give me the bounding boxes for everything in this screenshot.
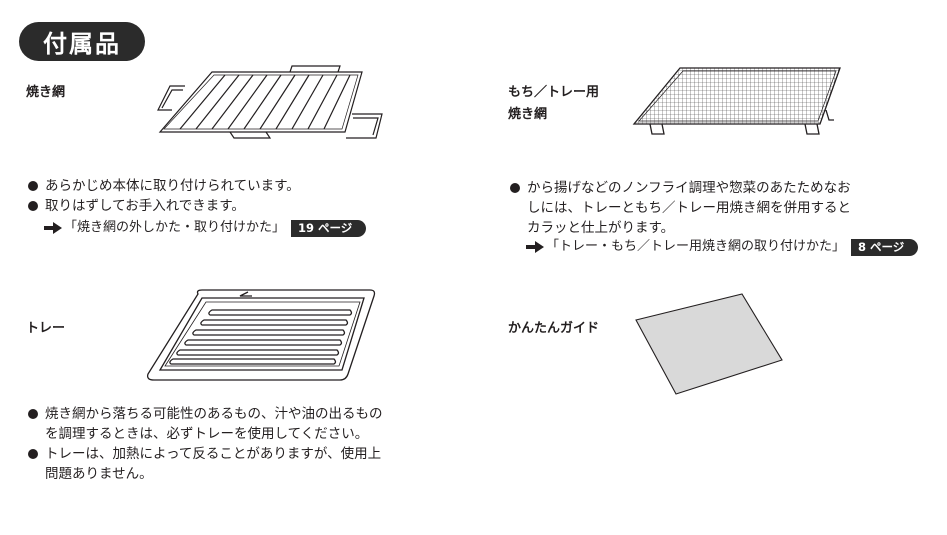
- mochi-rack-note-line-2: しには、トレーともち／トレー用焼き網を併用すると: [527, 200, 851, 216]
- page-title: 付属品: [19, 22, 145, 61]
- tray-note-1-line-2: を調理するときは、必ずトレーを使用してください。: [45, 426, 369, 442]
- mochi-rack-reference: 「トレー・もち／トレー用焼き網の取り付けかた」 8 ページ: [526, 236, 919, 258]
- mochi-rack-notes: から揚げなどのノンフライ調理や惣菜のあたためなお しには、トレーともち／トレー用…: [508, 178, 928, 238]
- mochi-rack-note-line-3: カラッと仕上がります。: [527, 220, 675, 236]
- mochi-rack-label: もち／トレー用 焼き網: [508, 82, 599, 126]
- grill-rack-note-2: 取りはずしてお手入れできます。: [26, 196, 426, 216]
- tray-illustration: [146, 289, 376, 381]
- mochi-rack-label-line-2: 焼き網: [508, 107, 548, 122]
- grill-rack-illustration: [157, 65, 383, 139]
- quick-guide-label: かんたんガイド: [508, 321, 600, 336]
- tray-label: トレー: [26, 321, 66, 336]
- mochi-rack-note-line-1: から揚げなどのノンフライ調理や惣菜のあたためなお: [508, 178, 928, 198]
- page-title-text: 付属品: [43, 30, 121, 58]
- grill-rack-reference: 「焼き網の外しかた・取り付けかた」 19 ページ: [44, 217, 367, 239]
- tray-note-1-line-1: 焼き網から落ちる可能性のあるもの、汁や油の出るもの: [26, 404, 466, 424]
- mochi-rack-illustration: [632, 67, 841, 135]
- tray-note-2-line-1: トレーは、加熱によって反ることがありますが、使用上: [26, 444, 466, 464]
- grill-rack-page-link[interactable]: 19 ページ: [291, 219, 367, 237]
- grill-rack-notes: あらかじめ本体に取り付けられています。 取りはずしてお手入れできます。: [26, 176, 426, 216]
- grill-rack-note-1: あらかじめ本体に取り付けられています。: [26, 176, 426, 196]
- mochi-rack-label-line-1: もち／トレー用: [508, 85, 600, 100]
- quick-guide-illustration: [635, 293, 783, 395]
- arrow-right-icon: [526, 241, 544, 253]
- tray-notes: 焼き網から落ちる可能性のあるもの、汁や油の出るもの を調理するときは、必ずトレー…: [26, 404, 466, 484]
- mochi-rack-page-link[interactable]: 8 ページ: [851, 238, 919, 256]
- tray-note-2-line-2: 問題ありません。: [45, 466, 153, 482]
- grill-rack-label: 焼き網: [26, 85, 66, 100]
- grill-rack-reference-text: 「焼き網の外しかた・取り付けかた」: [64, 220, 286, 235]
- arrow-right-icon: [44, 222, 62, 234]
- mochi-rack-reference-text: 「トレー・もち／トレー用焼き網の取り付けかた」: [546, 239, 846, 254]
